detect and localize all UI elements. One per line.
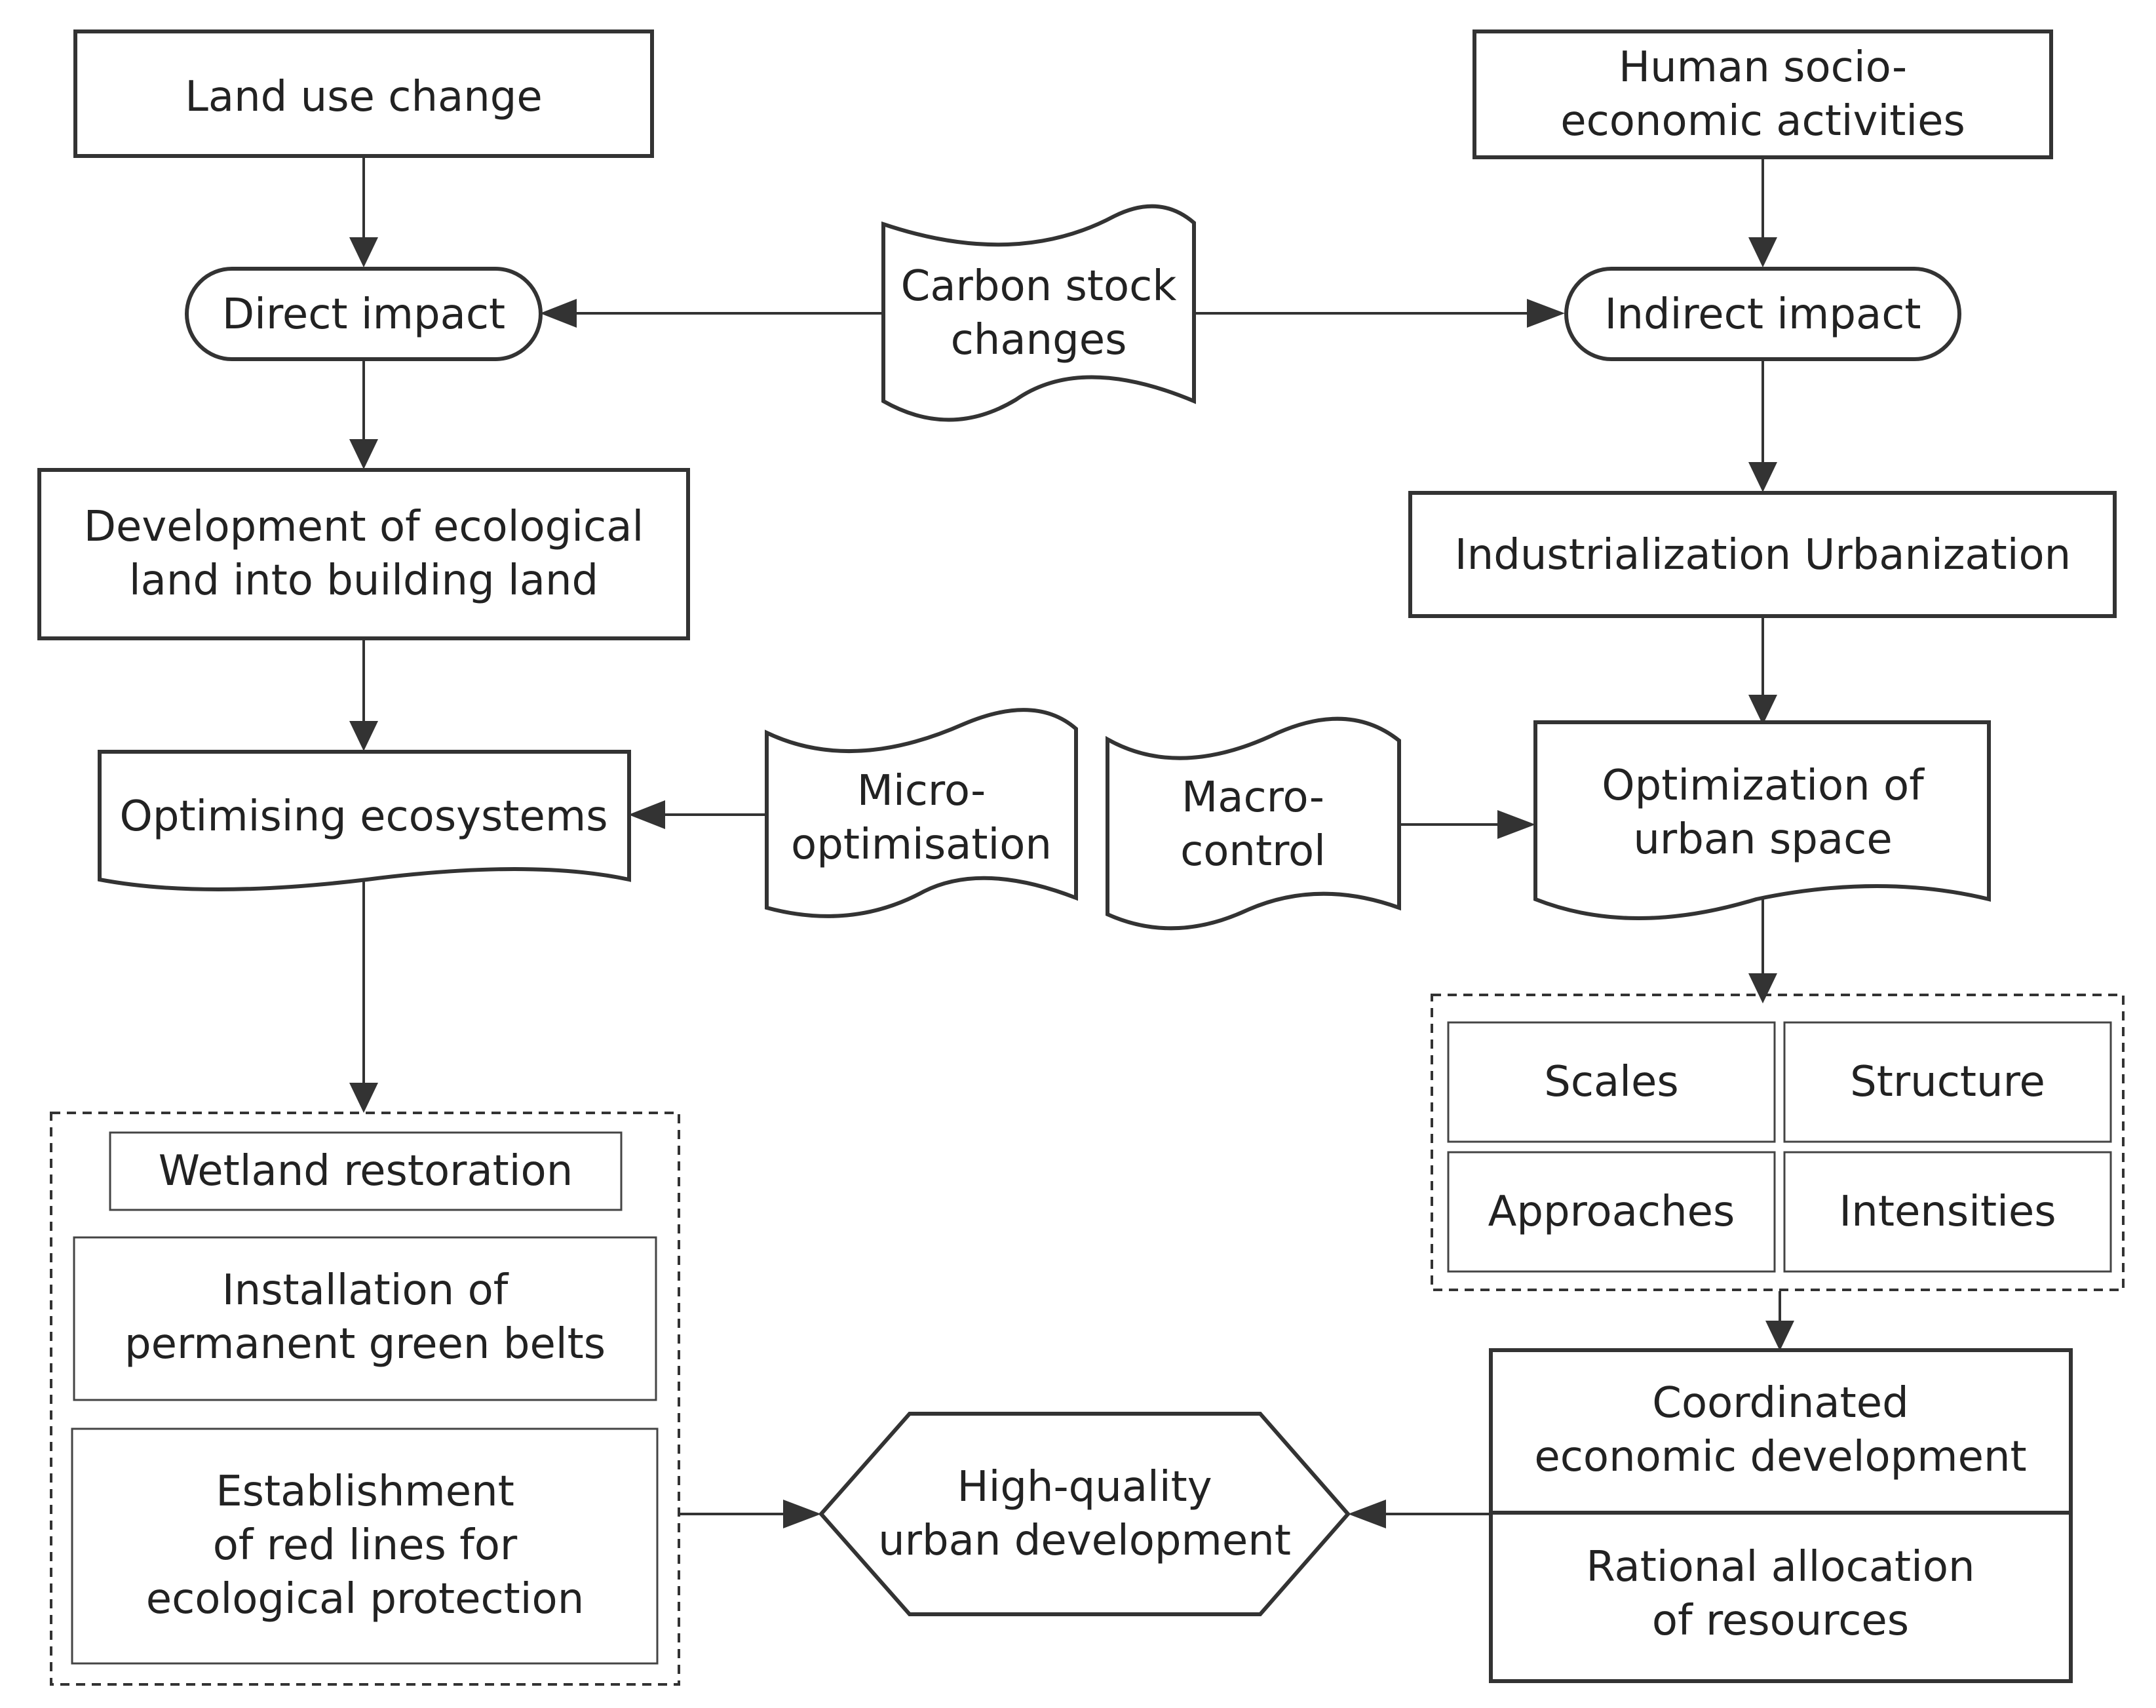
text-line: land into building land (129, 556, 598, 605)
text-line: of resources (1652, 1597, 1909, 1645)
land-use-change-text: Land use change (185, 73, 543, 121)
arrowhead-down (1765, 1321, 1794, 1351)
text-line: Micro- (857, 767, 986, 815)
carbon-stock-changes-text: Carbon stock changes (901, 262, 1177, 364)
arrowhead-right (1527, 299, 1565, 328)
green-belts-box: Installation of permanent green belts (73, 1236, 657, 1401)
indirect-impact-node: Indirect impact (1564, 267, 1961, 361)
text-line: Structure (1850, 1058, 2045, 1106)
direct-impact-text: Direct impact (222, 290, 505, 339)
arrowhead-down (349, 439, 378, 469)
text-line: Installation of (222, 1266, 509, 1315)
arrowhead-down (349, 721, 378, 751)
red-lines-text: Establishment of red lines for ecological … (146, 1467, 585, 1623)
text-line: Macro- (1182, 773, 1324, 822)
connectors (349, 156, 1794, 1528)
arrowhead-down (1748, 973, 1777, 1003)
industrialization-urbanization-box: Industrialization Urbanization (1408, 491, 2117, 618)
text-line: Development of ecological (84, 503, 644, 551)
text-line: permanent green belts (125, 1320, 606, 1368)
text-line: Approaches (1488, 1188, 1735, 1236)
high-quality-urban-development-text: High-quality urban development (878, 1463, 1291, 1565)
structure-text: Structure (1850, 1058, 2045, 1106)
wetland-restoration-text: Wetland restoration (159, 1147, 573, 1195)
arrowhead-right (783, 1500, 821, 1528)
intensities-box: Intensities (1783, 1151, 2112, 1273)
text-line: control (1180, 827, 1326, 876)
approaches-box: Approaches (1447, 1151, 1776, 1273)
land-use-change-box: Land use change (73, 29, 654, 158)
intensities-text: Intensities (1839, 1188, 2056, 1236)
text-line: ecological protection (146, 1575, 585, 1623)
green-belts-text: Installation of permanent green belts (125, 1266, 606, 1368)
text-line: Rational allocation (1586, 1543, 1974, 1591)
text-line: Land use change (185, 73, 543, 121)
scales-box: Scales (1447, 1021, 1776, 1143)
high-quality-urban-development-hexagon: High-quality urban development (818, 1412, 1351, 1616)
text-line: of red lines for (213, 1521, 518, 1570)
arrowhead-right (1497, 810, 1535, 839)
optimising-ecosystems-doc: Optimising ecosystems (98, 750, 631, 891)
text-line: urban development (878, 1517, 1291, 1565)
arrowhead-down (349, 237, 378, 267)
optimization-urban-space-text: Optimization of urban space (1602, 762, 1925, 864)
text-line: High-quality (957, 1463, 1212, 1511)
arrowhead-down (1748, 695, 1777, 725)
scales-text: Scales (1544, 1058, 1679, 1106)
structure-box: Structure (1783, 1021, 2112, 1143)
text-line: Establishment (216, 1467, 514, 1516)
text-line: Wetland restoration (159, 1147, 573, 1195)
human-socio-economic-box: Human socio-economic activities (1473, 29, 2053, 159)
indirect-impact-text: Indirect impact (1605, 290, 1921, 339)
industrialization-urbanization-text: Industrialization Urbanization (1455, 531, 2071, 579)
text-line: urban space (1633, 815, 1892, 864)
text-line: Optimising ecosystems (119, 792, 607, 841)
text-line: Carbon stock (901, 262, 1177, 311)
arrowhead-left (628, 800, 665, 829)
text-line: optimisation (791, 821, 1052, 869)
carbon-stock-changes-doc: Carbon stock changes (881, 204, 1196, 422)
arrowhead-left (540, 299, 577, 328)
arrowhead-down (1748, 462, 1777, 492)
arrowhead-left (1348, 1500, 1386, 1528)
text-line: changes (951, 316, 1127, 364)
text-line: Optimization of (1602, 762, 1925, 810)
text-line: Human socio- (1619, 43, 1907, 92)
arrowhead-down (349, 1083, 378, 1113)
text-line: economic development (1534, 1433, 2026, 1481)
text-line: Scales (1544, 1058, 1679, 1106)
text-line: Indirect impact (1605, 290, 1921, 339)
optimising-ecosystems-text: Optimising ecosystems (119, 792, 607, 841)
micro-optimisation-text: Micro-optimisation (791, 767, 1052, 869)
optimization-urban-space-doc: Optimization of urban space (1533, 720, 1991, 920)
development-text: Development of ecological land into build… (84, 503, 644, 605)
approaches-text: Approaches (1488, 1188, 1735, 1236)
rational-allocation-text: Rational allocation of resources (1586, 1543, 1974, 1645)
coordinated-economic-development-text: Coordinated economic development (1534, 1379, 2026, 1481)
text-line: Direct impact (222, 290, 505, 339)
micro-optimisation-doc: Micro-optimisation (765, 708, 1078, 918)
direct-impact-node: Direct impact (185, 267, 543, 361)
text-line: economic activities (1560, 97, 1965, 146)
macro-control-text: Macro-control (1180, 773, 1326, 876)
text-line: Intensities (1839, 1188, 2056, 1236)
arrowhead-down (1748, 237, 1777, 267)
development-box: Development of ecological land into build… (37, 468, 690, 640)
coordinated-development-group: Coordinated economic development Rational… (1489, 1348, 2073, 1683)
text-line: Coordinated (1652, 1379, 1908, 1427)
urban-space-dimensions-group: Scales Structure Approaches Intensities (1431, 994, 2125, 1291)
wetland-restoration-box: Wetland restoration (109, 1131, 623, 1211)
ecological-measures-group: Wetland restoration Installation of perma… (50, 1112, 680, 1686)
red-lines-box: Establishment of red lines for ecological … (71, 1427, 659, 1665)
text-line: Industrialization Urbanization (1455, 531, 2071, 579)
human-socio-economic-text: Human socio-economic activities (1560, 43, 1965, 146)
macro-control-doc: Macro-control (1106, 716, 1401, 931)
